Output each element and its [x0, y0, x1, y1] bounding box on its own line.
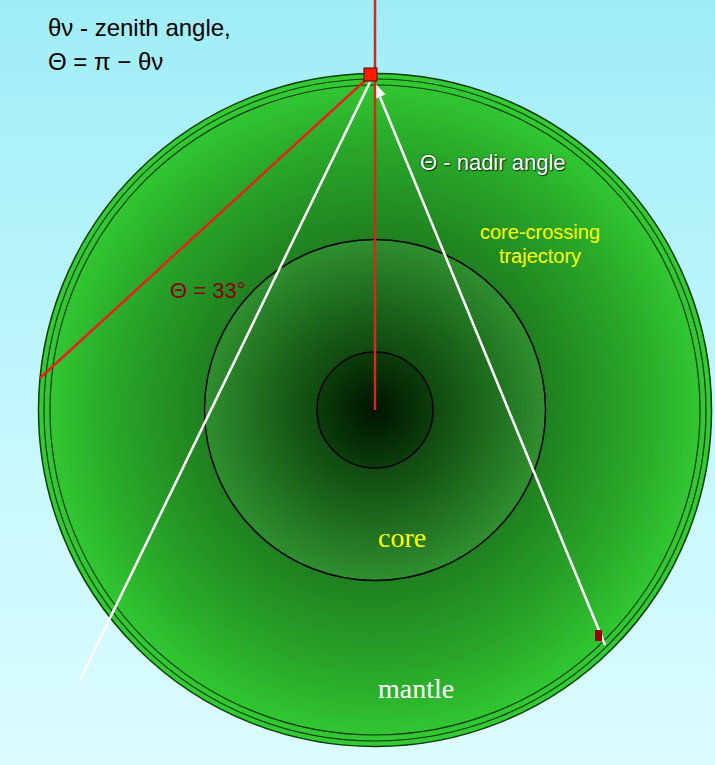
- trajectory-label: core-crossing trajectory: [465, 220, 615, 268]
- vertical-axis: [374, 0, 377, 410]
- label-holder: core-crossing trajectory: [465, 220, 615, 268]
- zenith-angle-caption: θν - zenith angle,: [48, 14, 231, 43]
- label-holder: Θ = π − θν: [48, 48, 163, 77]
- angle-relation: Θ = π − θν: [48, 48, 163, 77]
- label-holder: Θ = 33°: [170, 278, 245, 304]
- core-crossing-trajectory: [380, 97, 605, 645]
- entry-point-mark: [595, 630, 602, 641]
- detector: [364, 68, 377, 81]
- region-label: core: [378, 521, 426, 555]
- neutrino-trajectory: [80, 82, 370, 680]
- nadir-angle-caption: Θ - nadir angle: [420, 150, 566, 176]
- label-holder: Θ - nadir angle: [420, 150, 566, 176]
- region-label: mantle: [378, 672, 454, 706]
- nadir-33-line: [40, 76, 370, 378]
- text-holder: mantle: [378, 672, 454, 706]
- label-holder: θν - zenith angle,: [48, 14, 231, 43]
- text-holder: core: [378, 521, 426, 555]
- angle-value: Θ = 33°: [170, 278, 245, 304]
